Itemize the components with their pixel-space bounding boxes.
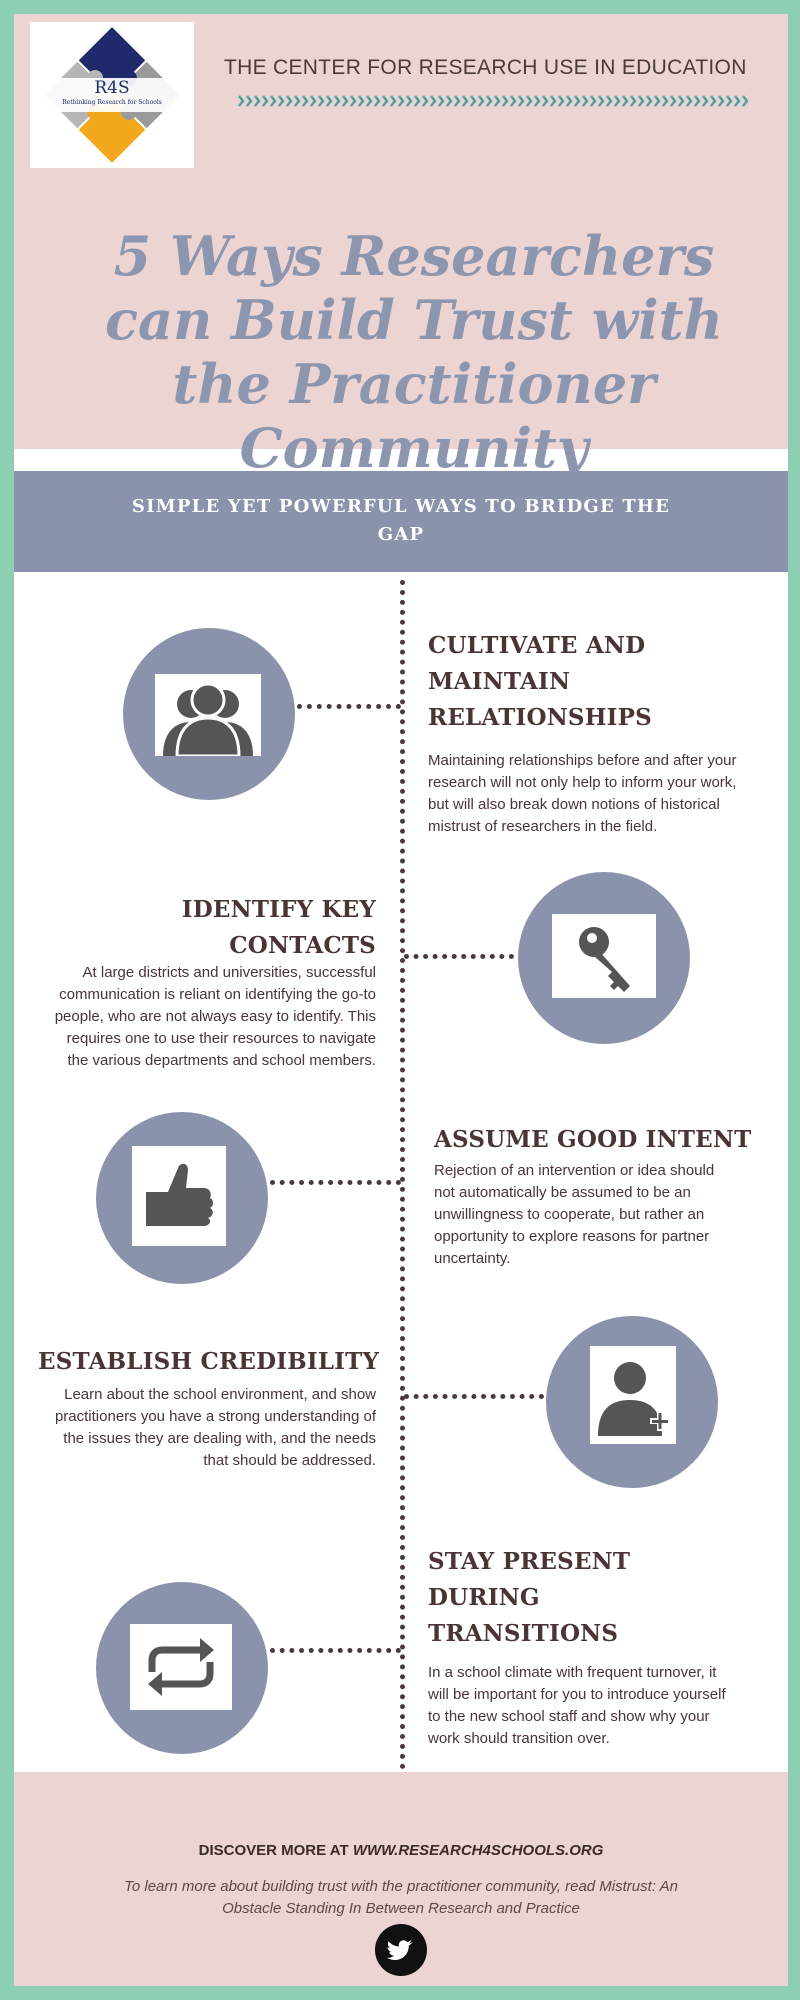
item-body: Rejection of an intervention or idea sho…: [434, 1162, 715, 1267]
item-heading: CULTIVATE AND MAINTAIN RELATIONSHIPS: [428, 632, 652, 731]
timeline-connector: [404, 954, 514, 959]
item-body: At large districts and universities, suc…: [54, 964, 376, 1069]
timeline-connector: [270, 1648, 401, 1653]
wave-divider-icon: [238, 94, 748, 108]
website-link[interactable]: WWW.RESEARCH4SCHOOLS.ORG: [352, 1842, 604, 1859]
item-heading: IDENTIFY KEY CONTACTS: [181, 896, 376, 959]
twitter-button[interactable]: [375, 1924, 427, 1976]
item-heading: STAY PRESENT DURING TRANSITIONS: [428, 1548, 631, 1647]
logo-tagline: Rethinking Research for Schools: [62, 99, 162, 106]
item-icon-circle: [96, 1582, 268, 1754]
item-heading: ESTABLISH CREDIBILITY: [38, 1348, 380, 1375]
timeline-connector: [404, 1394, 544, 1399]
timeline-line: [400, 580, 405, 1780]
item-heading: ASSUME GOOD INTENT: [434, 1126, 752, 1153]
timeline-connector: [297, 704, 401, 709]
item-body: In a school climate with frequent turnov…: [428, 1664, 726, 1747]
add-user-icon: [590, 1346, 676, 1444]
footer: DISCOVER MORE AT WWW.RESEARCH4SCHOOLS.OR…: [14, 1772, 788, 1986]
key-icon: [552, 914, 656, 998]
twitter-icon: [387, 1940, 413, 1960]
discover-more: DISCOVER MORE AT WWW.RESEARCH4SCHOOLS.OR…: [14, 1842, 788, 1859]
thumbs-up-icon: [132, 1146, 226, 1246]
item-icon-circle: [96, 1112, 268, 1284]
organization-name: THE CENTER FOR RESEARCH USE IN EDUCATION: [224, 56, 747, 79]
item-icon-circle: [123, 628, 295, 800]
timeline-connector: [270, 1180, 401, 1185]
read-more-text: To learn more about building trust with …: [124, 1878, 678, 1917]
infographic-page: R4S Rethinking Research for Schools THE …: [14, 14, 788, 1986]
people-icon: [155, 674, 261, 756]
repeat-icon: [130, 1624, 232, 1710]
subtitle-banner: SIMPLE YET POWERFUL WAYS TO BRIDGE THE G…: [14, 471, 788, 572]
r4s-logo: R4S Rethinking Research for Schools: [30, 22, 194, 168]
banner-text: SIMPLE YET POWERFUL WAYS TO BRIDGE THE G…: [131, 496, 671, 545]
header: R4S Rethinking Research for Schools THE …: [14, 14, 788, 480]
discover-prefix: DISCOVER MORE AT: [198, 1842, 353, 1859]
item-body: Learn about the school environment, and …: [54, 1386, 376, 1469]
item-icon-circle: [546, 1316, 718, 1488]
page-title: 5 Ways Researchers can Build Trust with …: [105, 224, 723, 480]
item-icon-circle: [518, 872, 690, 1044]
item-body: Maintaining relationships before and aft…: [428, 752, 737, 835]
puzzle-logo-icon: [44, 27, 180, 163]
logo-text: R4S: [94, 78, 130, 98]
